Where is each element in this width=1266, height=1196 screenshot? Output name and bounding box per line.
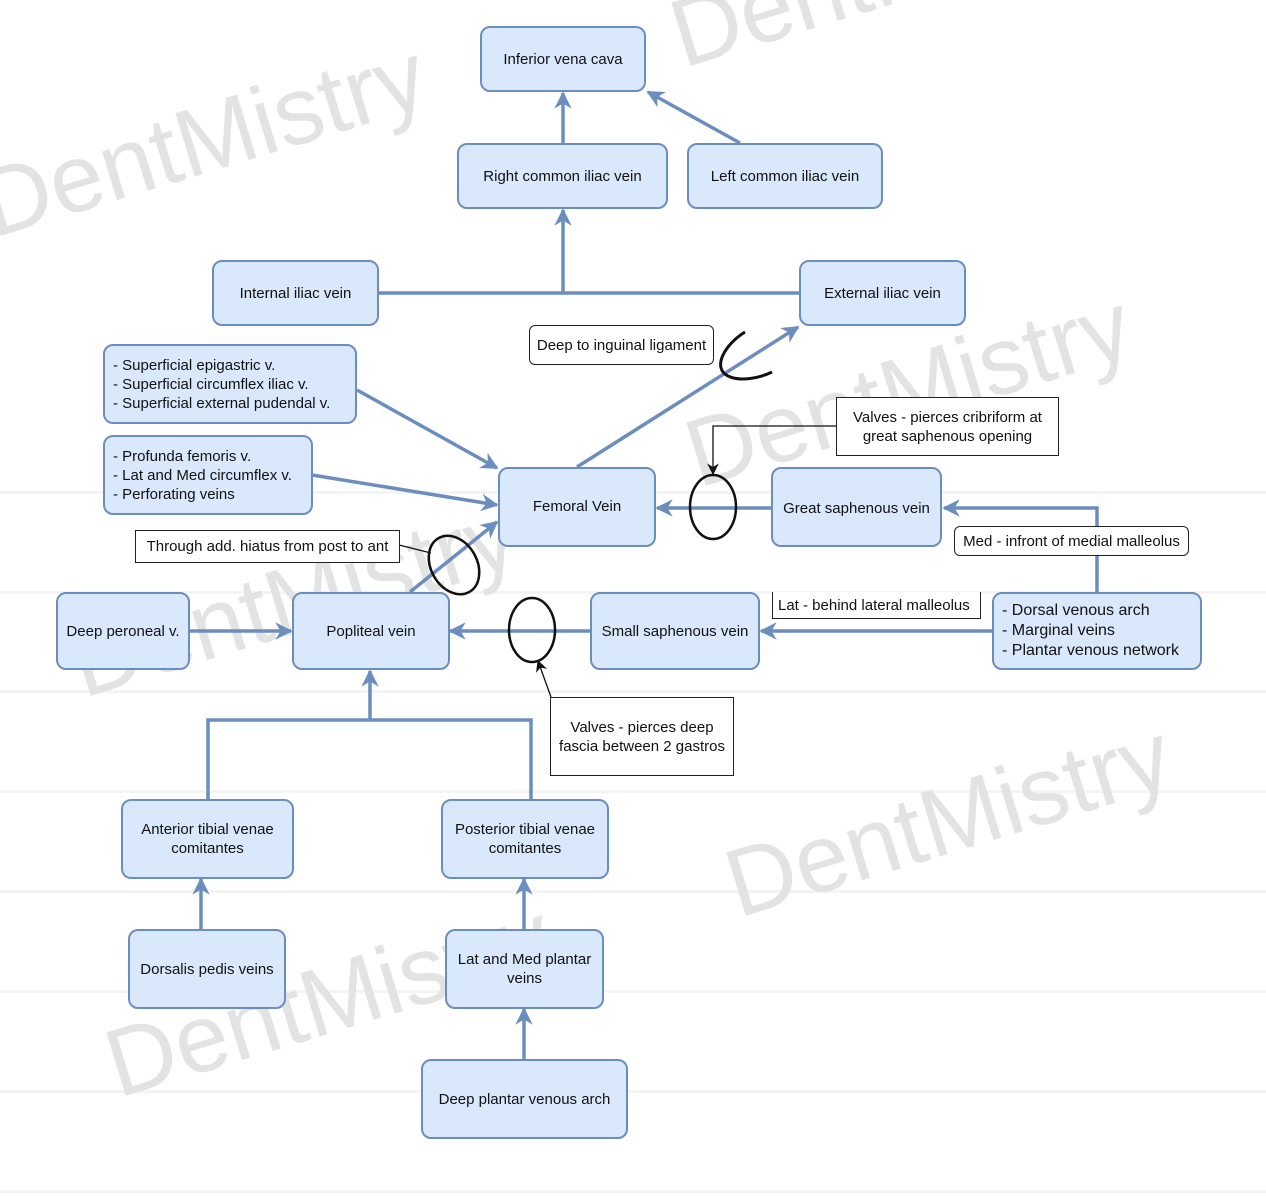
node-label: Popliteal vein — [326, 622, 416, 640]
edge-left-common-iliac-to-ivc — [646, 90, 741, 145]
callout-deep-fascia — [536, 659, 552, 698]
node-label: Lat and Med plantar veins — [457, 951, 592, 987]
page-seam — [0, 890, 1266, 893]
node-lat-med-plantar-veins[interactable]: Lat and Med plantar veins — [445, 929, 604, 1009]
node-small-saphenous-vein[interactable]: Small saphenous vein — [590, 592, 760, 670]
note-deep-fascia-valves: Valves - pierces deep fascia between 2 g… — [550, 697, 734, 776]
note-text: Lat - behind lateral malleolus — [778, 596, 970, 614]
node-label: Femoral Vein — [532, 498, 622, 515]
node-label: Posterior tibial venae comitantes — [454, 821, 596, 857]
node-label: Deep peroneal v. — [66, 622, 180, 640]
list: - Dorsal venous arch - Marginal veins - … — [1002, 601, 1179, 661]
node-posterior-tibial-venae-comitantes[interactable]: Posterior tibial venae comitantes — [441, 799, 609, 879]
node-deep-peroneal-vein[interactable]: Deep peroneal v. — [56, 592, 190, 670]
edge-deep-tributaries-to-femoral — [311, 473, 499, 512]
note-lateral-malleolus: Lat - behind lateral malleolus — [772, 592, 981, 619]
page-seam — [0, 690, 1266, 693]
node-foot-superficial-veins[interactable]: - Dorsal venous arch - Marginal veins - … — [992, 592, 1202, 670]
node-dorsalis-pedis-veins[interactable]: Dorsalis pedis veins — [128, 929, 286, 1009]
list-item: - Perforating veins — [113, 485, 235, 503]
note-deep-to-inguinal-ligament: Deep to inguinal ligament — [529, 325, 714, 365]
note-text: Valves - pierces deep fascia between 2 g… — [559, 718, 725, 755]
note-text: Through add. hiatus from post to ant — [146, 538, 389, 555]
valve-small-saphenous-icon — [507, 596, 557, 664]
node-label: Right common iliac vein — [483, 167, 642, 185]
list-item: - Superficial epigastric v. — [113, 356, 276, 374]
edge-popliteal-to-femoral — [408, 520, 499, 594]
node-label: Internal iliac vein — [239, 284, 352, 302]
node-label: Great saphenous vein — [783, 500, 930, 517]
node-great-saphenous-vein[interactable]: Great saphenous vein — [771, 467, 942, 547]
adductor-hiatus-icon — [427, 534, 481, 596]
node-label: Anterior tibial venae comitantes — [141, 821, 274, 857]
node-right-common-iliac-vein[interactable]: Right common iliac vein — [457, 143, 668, 209]
note-adductor-hiatus: Through add. hiatus from post to ant — [135, 530, 400, 563]
page-seam — [0, 990, 1266, 993]
node-label: Dorsalis pedis veins — [140, 960, 274, 978]
node-label: Inferior vena cava — [503, 50, 623, 68]
list-item: - Superficial circumflex iliac v. — [113, 375, 309, 393]
node-internal-iliac-vein[interactable]: Internal iliac vein — [212, 260, 379, 326]
edge-femoral-to-external-iliac — [576, 325, 800, 469]
edge-tibial-junction — [206, 718, 533, 800]
note-text: Valves - pierces cribriform at great sap… — [853, 408, 1042, 445]
list-item: - Dorsal venous arch — [1002, 602, 1150, 619]
note-medial-malleolus: Med - infront of medial malleolus — [954, 526, 1189, 556]
page-seam — [0, 1190, 1266, 1193]
callout-add-hiatus — [398, 544, 432, 554]
node-anterior-tibial-venae-comitantes[interactable]: Anterior tibial venae comitantes — [121, 799, 294, 879]
list-item: - Lat and Med circumflex v. — [113, 466, 292, 484]
node-deep-tributaries[interactable]: - Profunda femoris v. - Lat and Med circ… — [103, 435, 313, 515]
note-cribriform-valves: Valves - pierces cribriform at great sap… — [836, 397, 1059, 456]
callout-cribriform — [707, 425, 836, 476]
node-label: External iliac vein — [824, 284, 941, 302]
node-left-common-iliac-vein[interactable]: Left common iliac vein — [687, 143, 883, 209]
page-seam — [0, 790, 1266, 793]
page-seam — [0, 1090, 1266, 1093]
list: - Profunda femoris v. - Lat and Med circ… — [113, 447, 292, 504]
edge-foot-to-great-saphenous — [942, 499, 1099, 592]
node-label: Left common iliac vein — [710, 167, 860, 185]
list-item: - Plantar venous network — [1002, 642, 1179, 659]
list: - Superficial epigastric v. - Superficia… — [113, 356, 330, 413]
node-label: Deep plantar venous arch — [438, 1091, 611, 1108]
edge-superficial-tributaries-to-femoral — [356, 388, 499, 470]
node-popliteal-vein[interactable]: Popliteal vein — [292, 592, 450, 670]
node-label: Small saphenous vein — [601, 622, 749, 640]
node-superficial-tributaries[interactable]: - Superficial epigastric v. - Superficia… — [103, 344, 357, 424]
node-femoral-vein[interactable]: Femoral Vein — [498, 467, 656, 547]
note-text: Deep to inguinal ligament — [536, 336, 707, 354]
note-text: Med - infront of medial malleolus — [963, 532, 1180, 550]
list-item: - Superficial external pudendal v. — [113, 394, 331, 412]
list-item: - Marginal veins — [1002, 622, 1115, 639]
node-deep-plantar-venous-arch[interactable]: Deep plantar venous arch — [421, 1059, 628, 1139]
node-external-iliac-vein[interactable]: External iliac vein — [799, 260, 966, 326]
list-item: - Profunda femoris v. — [113, 447, 252, 465]
inguinal-ligament-mark — [719, 330, 773, 381]
node-inferior-vena-cava[interactable]: Inferior vena cava — [480, 26, 646, 92]
